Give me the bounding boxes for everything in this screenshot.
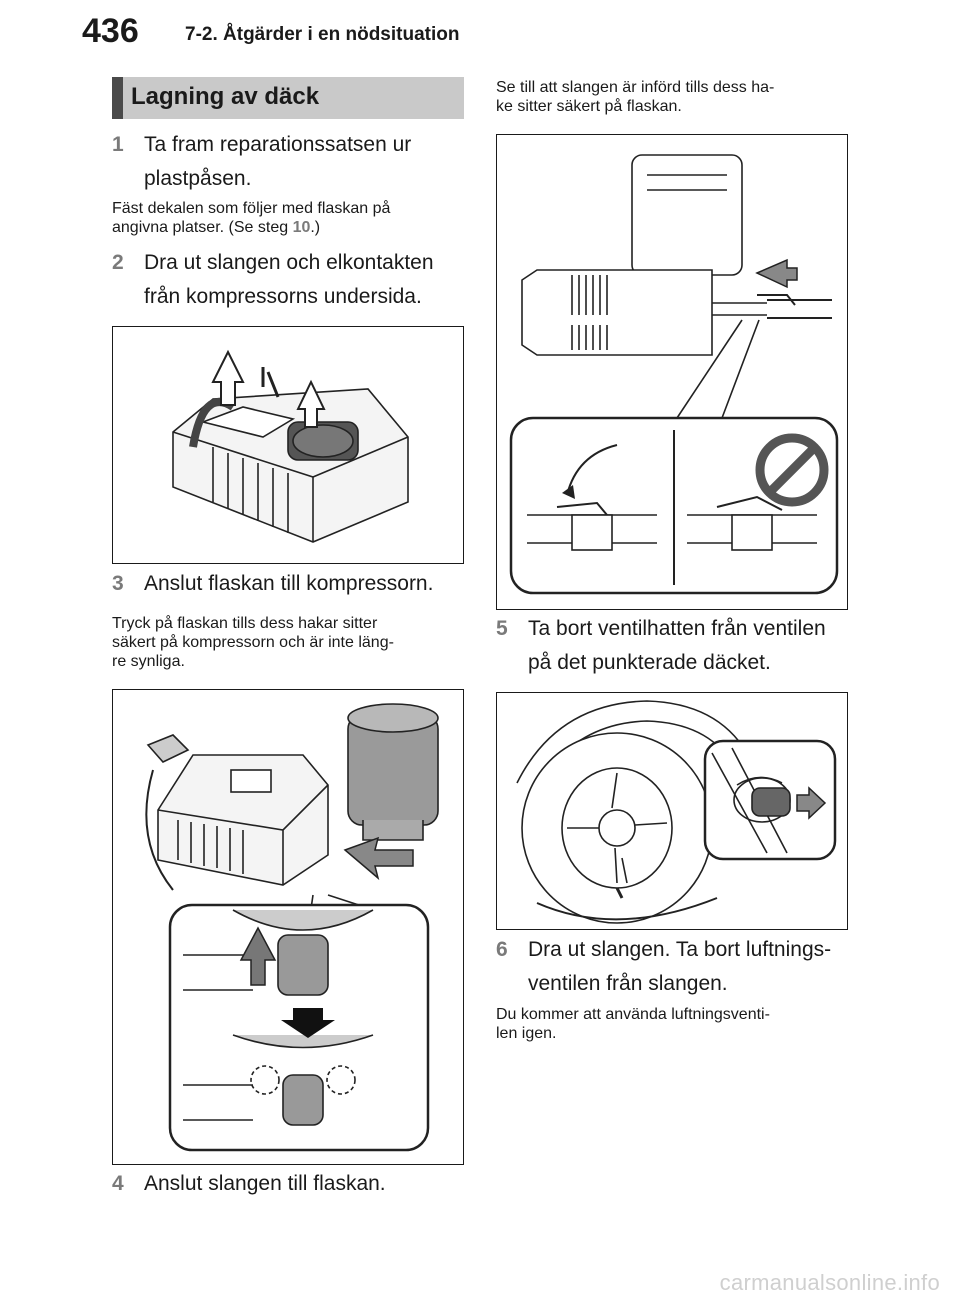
step-text-line1: Ta fram reparationssatsen ur: [144, 133, 412, 156]
section-stripe: [112, 77, 123, 119]
step-2: 2 Dra ut slangen och elkontakten från ko…: [112, 245, 462, 317]
note-line: Fäst dekalen som följer med flaskan på: [112, 200, 391, 217]
valve-cap-illustration: [516, 700, 837, 924]
note-line: Se till att slangen är införd tills dess…: [496, 79, 775, 96]
step-text-line2: plastpåsen.: [144, 167, 252, 190]
note-line: re synliga.: [112, 653, 185, 670]
note-line: len igen.: [496, 1025, 557, 1042]
step-number: 5: [496, 617, 508, 640]
figure-compressor-underside: [112, 326, 464, 564]
watermark: carmanualsonline.info: [719, 1270, 940, 1295]
section-heading: Lagning av däck: [112, 77, 464, 119]
note-line: säkert på kompressorn och är inte läng-: [112, 634, 394, 651]
note-step-3: Tryck på flaskan tills dess hakar sitter…: [112, 614, 467, 671]
step-1: 1 Ta fram reparationssatsen ur plastpåse…: [112, 127, 462, 199]
step-text-line1: Ta bort ventilhatten från ventilen: [528, 617, 826, 640]
section-title: Lagning av däck: [131, 83, 320, 110]
figure-valve-cap: [496, 692, 848, 930]
step-text-line2: från kompressorns undersida.: [144, 285, 422, 308]
step-3: 3 Anslut flaskan till kompressorn.: [112, 566, 467, 602]
step-reference: 10: [292, 219, 311, 236]
figure-hose-bottle: [496, 134, 848, 610]
compressor-illustration: [172, 349, 409, 543]
step-number: 6: [496, 938, 508, 961]
chapter-title: 7-2. Åtgärder i en nödsituation: [185, 24, 460, 45]
step-5: 5 Ta bort ventilhatten från ventilen på …: [496, 611, 856, 683]
step-text-line1: Dra ut slangen och elkontakten: [144, 251, 434, 274]
note-line: Tryck på flaskan tills dess hakar sitter: [112, 615, 378, 632]
note-line: Du kommer att använda luftningsventi-: [496, 1006, 770, 1023]
note-step-6: Du kommer att använda luftningsventi- le…: [496, 1005, 856, 1043]
figure-bottle-compressor: [112, 689, 464, 1165]
step-number: 4: [112, 1172, 124, 1195]
step-number: 1: [112, 133, 124, 156]
note-step-4: Se till att slangen är införd tills dess…: [496, 78, 856, 116]
step-text-line1: Dra ut slangen. Ta bort luftnings-: [528, 938, 832, 961]
note-line: angivna platser. (Se steg 10.): [112, 219, 321, 236]
page-number: 436: [82, 12, 139, 50]
hose-insertion-illustration: [509, 154, 839, 595]
step-number: 3: [112, 572, 124, 595]
step-text-line1: Anslut slangen till flaskan.: [144, 1172, 386, 1195]
step-text-line1: Anslut flaskan till kompressorn.: [144, 572, 434, 595]
step-text-line2: ventilen från slangen.: [528, 972, 728, 995]
step-6: 6 Dra ut slangen. Ta bort luftnings- ven…: [496, 932, 856, 1004]
bottle-connection-illustration: [145, 703, 439, 1152]
step-text-line2: på det punkterade däcket.: [528, 651, 771, 674]
step-number: 2: [112, 251, 124, 274]
note-line: ke sitter säkert på flaskan.: [496, 98, 682, 115]
note-step-1: Fäst dekalen som följer med flaskan på a…: [112, 199, 467, 237]
step-4: 4 Anslut slangen till flaskan.: [112, 1166, 467, 1202]
